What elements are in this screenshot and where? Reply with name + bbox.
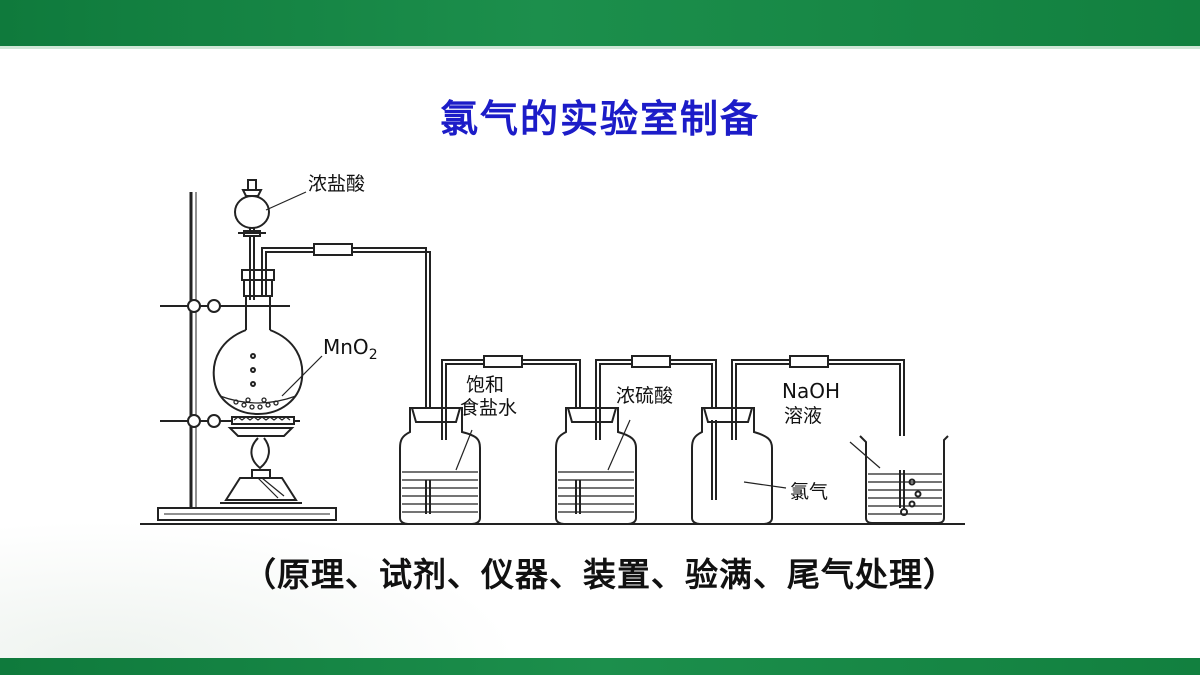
bottom-banner [0, 658, 1200, 675]
sulfuric-acid-bottle [555, 407, 637, 525]
wire-gauze [231, 416, 295, 425]
label-saturated-brine-1: 饱和 [466, 374, 504, 396]
label-mno2-subscript: 2 [369, 347, 378, 363]
label-concentrated-hcl: 浓盐酸 [308, 173, 365, 195]
top-banner [0, 0, 1200, 49]
brine-bottle [399, 407, 481, 525]
slide-subtitle: （原理、试剂、仪器、装置、验满、尾气处理） [243, 555, 957, 594]
label-concentrated-sulfuric-acid: 浓硫酸 [616, 385, 673, 407]
slide-title: 氯气的实验室制备 [439, 97, 760, 141]
iron-stand [157, 192, 337, 521]
chlorine-collecting-bottle [691, 407, 773, 525]
label-chlorine-gas: 氯气 [790, 481, 828, 503]
delivery-tube-1 [261, 243, 431, 480]
label-mno2: MnO2 [323, 335, 378, 363]
label-naoh: NaOH [782, 379, 840, 403]
label-saturated-brine-2: 食盐水 [460, 397, 517, 419]
alcohol-lamp [220, 427, 302, 504]
label-leaders [265, 191, 881, 489]
label-naoh-solution: 溶液 [784, 405, 822, 427]
round-bottom-flask [212, 269, 304, 416]
naoh-beaker [859, 435, 949, 524]
background-watermark [0, 520, 520, 658]
label-mno2-main: MnO [323, 335, 369, 359]
separatory-funnel [234, 179, 270, 300]
